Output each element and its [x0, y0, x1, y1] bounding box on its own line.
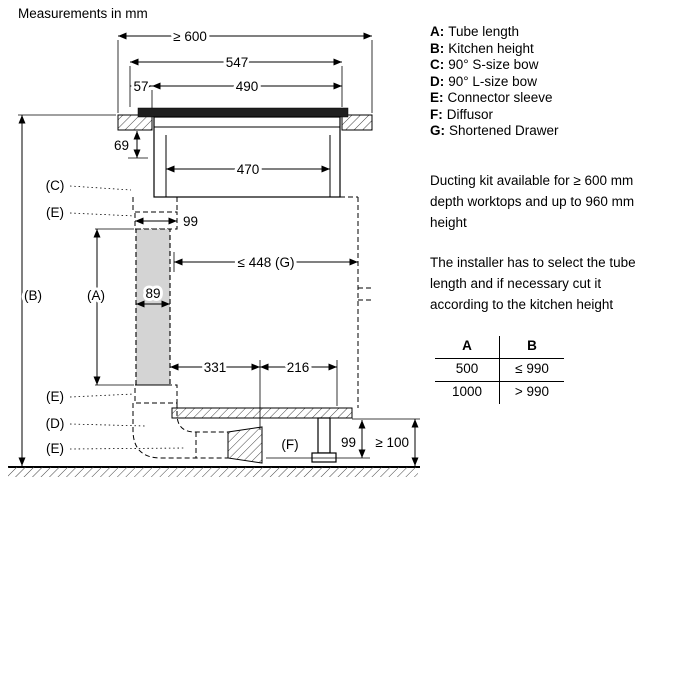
- legend-item-g: G: Shortened Drawer: [430, 123, 559, 140]
- leader-line: [69, 212, 136, 217]
- tube-length-table-wrap: A B 500 ≤ 990 1000 > 990: [435, 336, 564, 404]
- worktop: [117, 114, 373, 131]
- note-line: height: [430, 215, 467, 230]
- dim-label-99-bottom: 99: [341, 435, 356, 450]
- legend-key: A:: [430, 24, 445, 39]
- dim-label-89: 89: [145, 286, 160, 301]
- table-header-b: B: [499, 336, 564, 359]
- note-ducting-kit: Ducting kit available for ≥ 600 mm depth…: [430, 170, 680, 233]
- leader-line: [69, 393, 135, 398]
- table-cell-b2: > 990: [514, 384, 550, 399]
- cabinet: [171, 196, 374, 463]
- duct-assembly: 99 89: [132, 197, 263, 464]
- legend-key: C:: [430, 57, 445, 72]
- table-row: 1000 > 990: [435, 381, 564, 404]
- cabinet-bottom-panel: [171, 407, 353, 419]
- callout-d: (D): [46, 416, 65, 431]
- legend-item-c: C:90° S-size bow: [430, 57, 559, 74]
- dim-label-100: ≥ 100: [375, 435, 409, 450]
- floor-hatching: [8, 467, 418, 477]
- legend-label: Diffusor: [446, 106, 494, 122]
- callout-c: (C): [46, 178, 65, 193]
- tube-length-table: A B 500 ≤ 990 1000 > 990: [435, 336, 564, 404]
- leader-line: [69, 185, 132, 191]
- vertical-dimensions: (A) (B): [18, 114, 134, 466]
- legend-item-d: D:90° L-size bow: [430, 74, 559, 91]
- dim-label-216: 216: [287, 360, 310, 375]
- dim-label-600: ≥ 600: [173, 29, 207, 44]
- table-row: 500 ≤ 990: [435, 358, 564, 382]
- note-line: Ducting kit available for ≥ 600 mm: [430, 173, 634, 188]
- bottom-bow-outer: [132, 403, 228, 459]
- legend-label: Kitchen height: [448, 40, 534, 56]
- note-line: according to the kitchen height: [430, 297, 614, 312]
- legend-key: F:: [430, 106, 443, 122]
- note-line: The installer has to select the tube: [430, 255, 636, 270]
- hob-body: [153, 116, 341, 198]
- legend: A:Tube length B:Kitchen height C:90° S-s…: [430, 24, 559, 140]
- legend-item-e: E:Connector sleeve: [430, 90, 559, 107]
- diffusor: [227, 426, 263, 464]
- callout-e-top: (E): [46, 205, 64, 220]
- worktop-right-section: [341, 114, 373, 131]
- cabinet-foot: [311, 452, 337, 463]
- legend-label: 90° L-size bow: [448, 73, 537, 89]
- dim-label-490: 490: [236, 79, 259, 94]
- table-cell-a2: 1000: [435, 381, 500, 404]
- leader-line: [69, 447, 187, 450]
- table-cell-b1: ≤ 990: [499, 358, 564, 382]
- dim-label-69: 69: [114, 138, 129, 153]
- lower-dimensions: ≤ 448 (G) 331 216 99 ≥ 100: [170, 252, 420, 466]
- table-header-row: A B: [435, 336, 564, 359]
- leader-line: [69, 423, 146, 427]
- page-title: Measurements in mm: [18, 6, 148, 21]
- installation-diagram: ≥ 600 547 57 490 470: [8, 26, 420, 477]
- dim-label-547: 547: [226, 55, 249, 70]
- legend-item-b: B:Kitchen height: [430, 41, 559, 58]
- callouts: (C) (E) (E) (D) (E) (F): [46, 178, 299, 456]
- legend-label: Connector sleeve: [447, 90, 553, 105]
- dim-label-57: 57: [133, 79, 148, 94]
- legend-item-a: A:Tube length: [430, 24, 559, 41]
- hob-flange: [137, 107, 349, 118]
- legend-key: D:: [430, 73, 445, 89]
- legend-key: B:: [430, 40, 445, 56]
- legend-item-f: F:Diffusor: [430, 107, 559, 124]
- note-installer: The installer has to select the tube len…: [430, 252, 680, 315]
- legend-label: Tube length: [448, 24, 520, 39]
- callout-f: (F): [281, 437, 298, 452]
- cabinet-leg: [317, 417, 331, 454]
- note-line: depth worktops and up to 960 mm: [430, 194, 635, 209]
- table-header-a: A: [435, 336, 500, 359]
- legend-key: E:: [430, 90, 444, 105]
- dim-label-331: 331: [204, 360, 227, 375]
- dim-label-470: 470: [237, 162, 260, 177]
- connector-sleeve-bottom: [134, 384, 178, 404]
- callout-e-bottom: (E): [46, 441, 64, 456]
- callout-a: (A): [87, 288, 105, 303]
- legend-label: 90° S-size bow: [448, 57, 539, 72]
- legend-key: G:: [430, 123, 445, 138]
- top-dimensions: ≥ 600 547 57 490: [117, 26, 373, 113]
- legend-label: Shortened Drawer: [449, 123, 559, 138]
- table-cell-a1: 500: [435, 358, 500, 382]
- callout-b: (B): [24, 288, 42, 303]
- floor: [8, 466, 420, 477]
- note-line: length and if necessary cut it: [430, 276, 602, 291]
- dim-label-99-top: 99: [183, 214, 198, 229]
- tube: [135, 228, 171, 386]
- dim-label-448-g: ≤ 448 (G): [238, 255, 295, 270]
- worktop-left-section: [117, 114, 153, 131]
- callout-e-middle: (E): [46, 389, 64, 404]
- hob: 470 69: [111, 107, 349, 198]
